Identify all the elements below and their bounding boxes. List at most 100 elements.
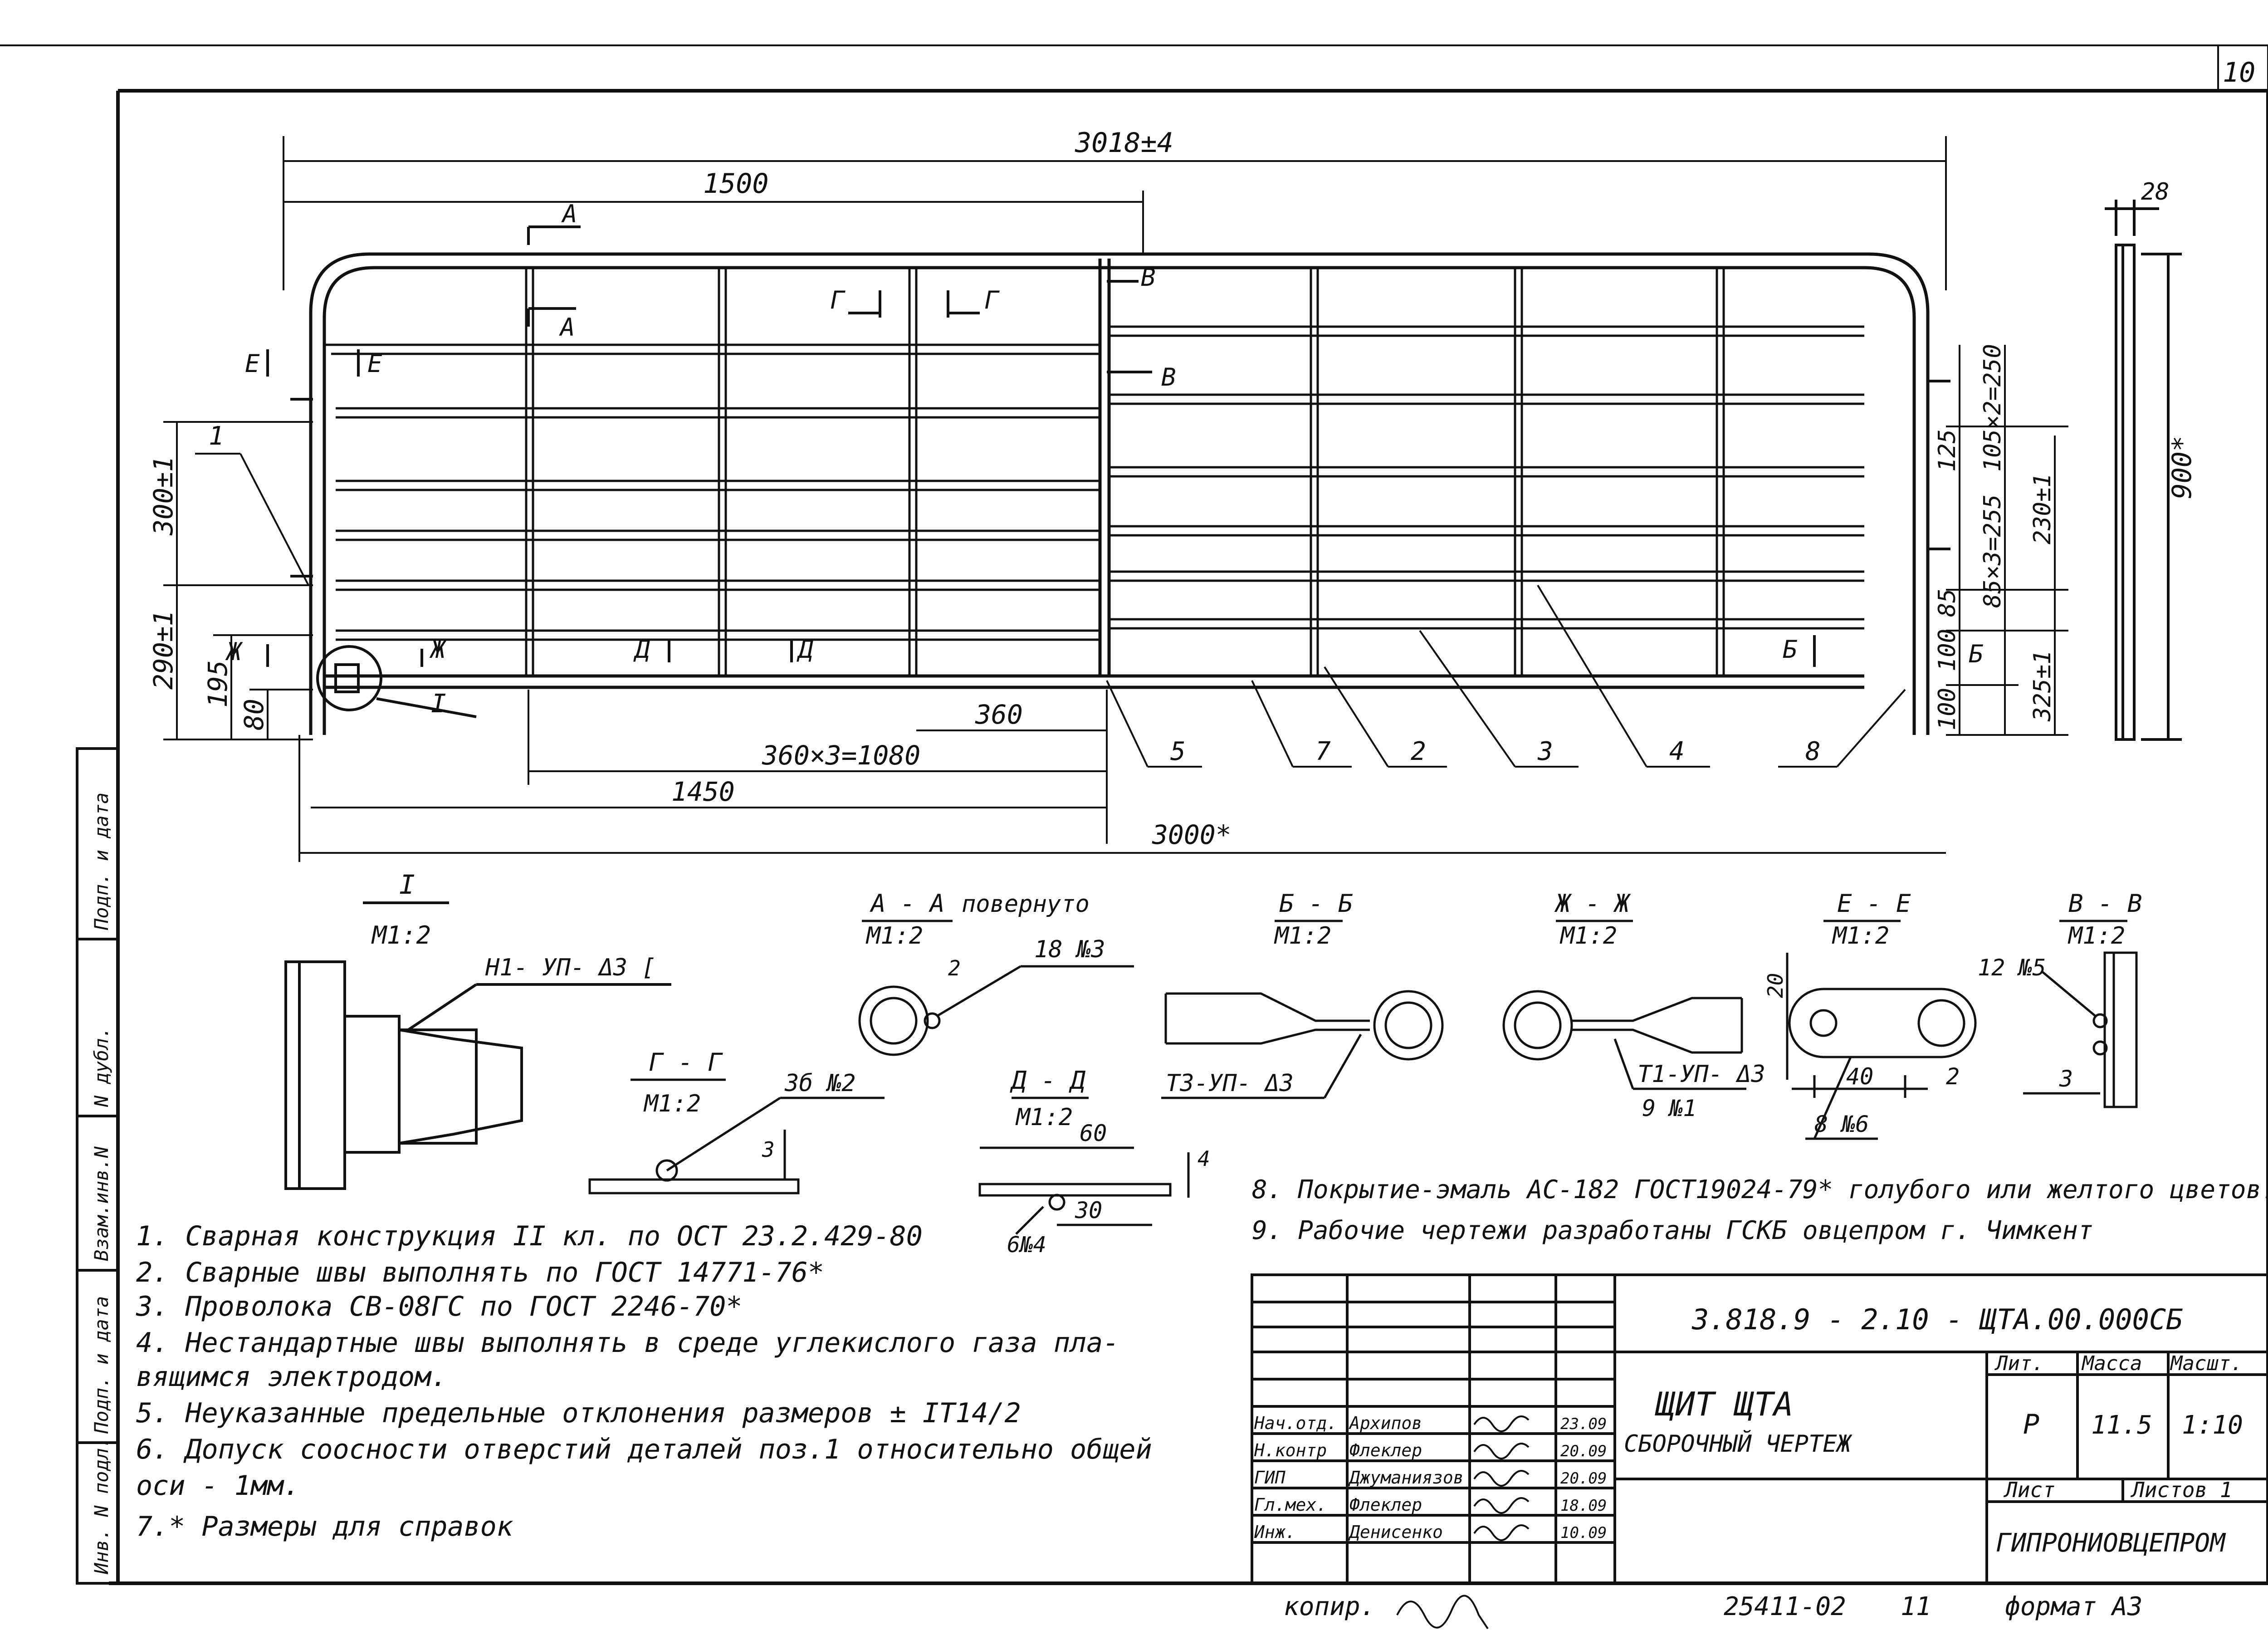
- dim-left-195: 195: [202, 660, 233, 708]
- detail-a-weld: 18 №3: [1034, 936, 1105, 963]
- callout-leaders: [195, 453, 1906, 768]
- title-name-1: ЩИТ ЩТА: [1655, 1385, 1793, 1423]
- gate-frame: [309, 252, 1930, 735]
- note-6: 6. Допуск соосности отверстий деталей по…: [136, 1434, 1152, 1465]
- staff-name-0: Архипов: [1349, 1413, 1422, 1433]
- section-mark-d-2: Д: [797, 635, 814, 664]
- staff-role-2: ГИП: [1254, 1468, 1286, 1488]
- detail-zh-weld2: 9 №1: [1642, 1095, 1696, 1121]
- detail-g-title: Г - Г: [649, 1048, 723, 1077]
- staff-name-4: Денисенко: [1348, 1522, 1443, 1542]
- gate-verticals: [525, 268, 1725, 676]
- note-4b: вящимся электродом.: [136, 1361, 448, 1393]
- staff-date-3: 18.09: [1560, 1497, 1607, 1515]
- section-mark-b-2: Б: [1969, 640, 1984, 668]
- section-mark-g-1: Г: [830, 286, 846, 314]
- detail-g-weld: 3б №2: [784, 1070, 856, 1097]
- detail-e-dim2: 40: [1846, 1063, 1873, 1090]
- stamp-podp-data-2: Подп. и дата: [90, 793, 112, 930]
- note-3: 3. Проволока СВ-08ГС по ГОСТ 2246-70*: [136, 1291, 743, 1322]
- callout-2: 2: [1411, 737, 1426, 766]
- dim-right-85x3: 85×3=255: [1979, 494, 2006, 608]
- detail-e-dim3: 2: [1946, 1063, 1960, 1090]
- callout-I: I: [431, 689, 446, 719]
- staff-date-0: 23.09: [1560, 1415, 1607, 1433]
- detail-d-dim2: 4: [1198, 1146, 1210, 1171]
- detail-I-drawing: [284, 901, 671, 1190]
- dim-right-325: 325±1: [2029, 650, 2056, 722]
- detail-e-weld: 8 №6: [1814, 1111, 1869, 1137]
- detail-g-scale: М1:2: [643, 1090, 701, 1117]
- detail-g-drawing: [588, 1078, 885, 1195]
- section-mark-zh-1: Ж: [225, 637, 243, 666]
- section-mark-lines: [266, 225, 1816, 667]
- note-8: 8. Покрытие-эмаль АС-182 ГОСТ19024-79* г…: [1252, 1175, 2268, 1204]
- dim-spacing: 360: [975, 699, 1023, 730]
- title-code: 3.818.9 - 2.10 - ЩТА.00.000СБ: [1691, 1303, 2183, 1336]
- detail-g-dim: 3: [762, 1137, 775, 1162]
- note-2: 2. Сварные швы выполнять по ГОСТ 14771-7…: [136, 1257, 825, 1288]
- note-6b: оси - 1мм.: [136, 1470, 300, 1502]
- staff-name-1: Флеклер: [1349, 1440, 1422, 1460]
- note-4: 4. Нестандартные швы выполнять в среде у…: [136, 1327, 1119, 1359]
- title-scale: 1:10: [2182, 1410, 2243, 1440]
- detail-v-dim: 3: [2059, 1066, 2073, 1092]
- detail-e-drawing: [1786, 920, 1977, 1140]
- staff-role-0: Нач.отд.: [1254, 1413, 1337, 1433]
- detail-b-title: Б - Б: [1279, 889, 1353, 918]
- section-mark-v-1: В: [1141, 263, 1156, 292]
- title-lit: Р: [2023, 1409, 2039, 1440]
- footer-number: 25411-02: [1724, 1592, 1846, 1621]
- detail-I-title: I: [399, 869, 415, 900]
- callout-7: 7: [1315, 737, 1331, 766]
- detail-v-scale: М1:2: [2068, 922, 2125, 950]
- right-dimensions: [1946, 345, 2068, 736]
- hinge-detail-marker: [290, 380, 1950, 718]
- stamp-podp-data-1: Подп. и дата: [90, 1296, 112, 1434]
- detail-d-dim3: 30: [1075, 1197, 1102, 1224]
- section-mark-e-1: Е: [245, 349, 260, 378]
- section-mark-v-2: В: [1161, 363, 1176, 392]
- section-mark-e-2: Е: [367, 349, 382, 378]
- callout-3: 3: [1537, 737, 1553, 766]
- dim-right-230: 230±1: [2029, 473, 2056, 544]
- section-mark-zh-2: Ж: [429, 635, 447, 664]
- detail-d-drawing: [978, 1097, 1190, 1235]
- detail-v-title: В - В: [2068, 889, 2142, 918]
- title-scale-label: Масшт.: [2170, 1352, 2243, 1375]
- detail-e-title: Е - Е: [1837, 889, 1911, 918]
- detail-d-weld: 6№4: [1007, 1232, 1046, 1258]
- callout-1: 1: [209, 421, 224, 451]
- title-org: ГИПРОНИОВЦЕПРОМ: [1996, 1528, 2226, 1558]
- gate-horizontals: [324, 325, 1864, 641]
- staff-role-4: Инж.: [1254, 1522, 1296, 1542]
- staff-date-4: 10.09: [1560, 1524, 1607, 1542]
- detail-zh-title: Ж - Ж: [1554, 889, 1631, 918]
- detail-I-weld: Н1- УП- Δ3 [: [485, 954, 656, 981]
- title-lit-label: Лит.: [1994, 1352, 2044, 1375]
- detail-v-weld: 12 №5: [1978, 955, 2046, 981]
- left-dimensions: [163, 421, 313, 740]
- note-5: 5. Неуказанные предельные отклонения раз…: [136, 1397, 1021, 1429]
- section-mark-d-1: Д: [633, 635, 650, 664]
- title-block-grid: [1251, 1273, 2268, 1585]
- detail-a-dim: 2: [948, 956, 961, 980]
- stamp-inv-podl: Инв. N подл.: [90, 1437, 112, 1575]
- detail-e-scale: М1:2: [1832, 922, 1889, 950]
- detail-a-scale: М1:2: [865, 922, 923, 950]
- detail-d-scale: М1:2: [1015, 1104, 1073, 1131]
- staff-date-1: 20.09: [1560, 1442, 1607, 1460]
- dim-half-length: 1500: [703, 168, 769, 200]
- detail-d-title: Д - Д: [1010, 1066, 1086, 1095]
- callout-4: 4: [1669, 737, 1685, 766]
- dim-right-100b: 100: [1934, 688, 1961, 730]
- dim-right-85: 85: [1934, 588, 1961, 617]
- sheet-number: 10: [2223, 57, 2255, 88]
- side-stamp: [76, 747, 119, 1585]
- detail-e-dim1: 20: [1763, 973, 1788, 998]
- footer-format: формат А3: [2005, 1592, 2142, 1621]
- stamp-vzam-inv: Взам.инв.N: [90, 1146, 112, 1261]
- detail-I-scale: М1:2: [371, 921, 431, 950]
- dim-left-300: 300±1: [148, 456, 179, 536]
